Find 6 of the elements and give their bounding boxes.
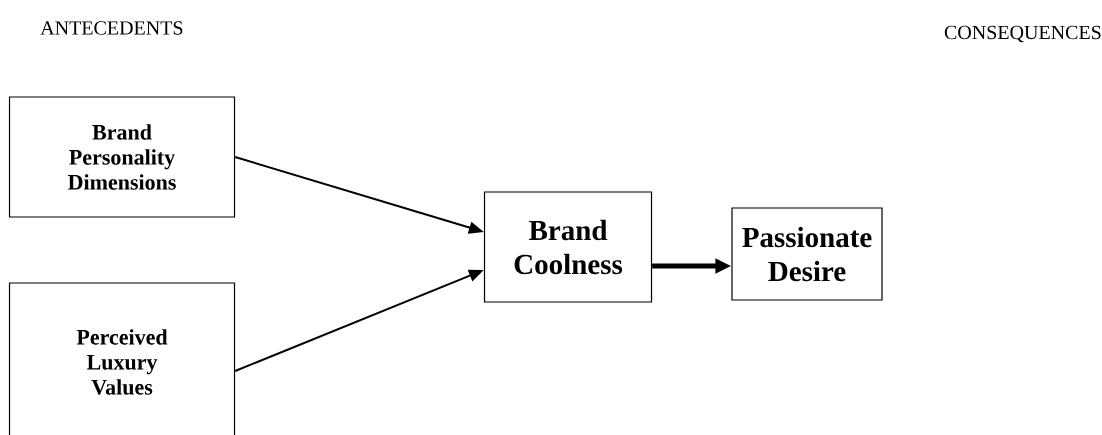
concept-box: Brand Personality Dimensions xyxy=(8,96,236,218)
section-heading: ANTECEDENTS xyxy=(40,21,183,35)
concept-box: Perceived Luxury Values xyxy=(8,282,236,435)
concept-box: Passionate Desire xyxy=(731,207,883,301)
section-heading: CONSEQUENCES xyxy=(944,25,1101,43)
concept-box: Brand Coolness xyxy=(483,191,653,303)
